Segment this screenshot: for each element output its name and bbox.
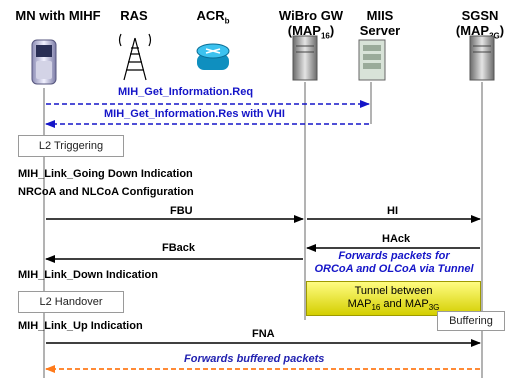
wibro-title: WiBro GW (MAP16) bbox=[278, 8, 344, 41]
l2-triggering-box: L2 Triggering bbox=[18, 135, 124, 157]
l2-handover-box: L2 Handover bbox=[18, 291, 124, 313]
get-info-res-label: MIH_Get_Information.Res with VHI bbox=[104, 108, 285, 120]
hi-label: HI bbox=[387, 205, 398, 217]
forward-buffered-label: Forwards buffered packets bbox=[184, 353, 325, 365]
forward-packets-label: Forwards packets for ORCoA and OLCoA via… bbox=[314, 250, 474, 275]
link-up-label: MIH_Link_Up Indication bbox=[18, 320, 143, 332]
tunnel-box: Tunnel between MAP16 and MAP3G bbox=[306, 281, 481, 316]
link-going-down-label: MIH_Link_Going Down Indication bbox=[18, 168, 193, 180]
acr-title: ACRb bbox=[196, 8, 230, 26]
server-icon bbox=[469, 35, 495, 81]
router-icon bbox=[196, 43, 230, 70]
server-icon bbox=[292, 35, 318, 81]
get-info-req-label: MIH_Get_Information.Req bbox=[118, 86, 254, 98]
mobile-phone-icon bbox=[31, 39, 57, 85]
buffering-box: Buffering bbox=[437, 311, 505, 331]
fbu-label: FBU bbox=[170, 205, 193, 217]
nrcoa-config-label: NRCoA and NLCoA Configuration bbox=[18, 186, 194, 198]
miis-title: MIIS Server bbox=[359, 8, 401, 38]
hack-label: HAck bbox=[382, 233, 411, 245]
mn-title: MN with MIHF bbox=[15, 8, 101, 23]
radio-tower-icon bbox=[118, 33, 152, 81]
fback-label: FBack bbox=[162, 242, 196, 254]
ras-title: RAS bbox=[120, 8, 148, 23]
server-rack-icon bbox=[358, 39, 386, 81]
link-down-label: MIH_Link_Down Indication bbox=[18, 269, 158, 281]
fna-label: FNA bbox=[252, 328, 275, 340]
